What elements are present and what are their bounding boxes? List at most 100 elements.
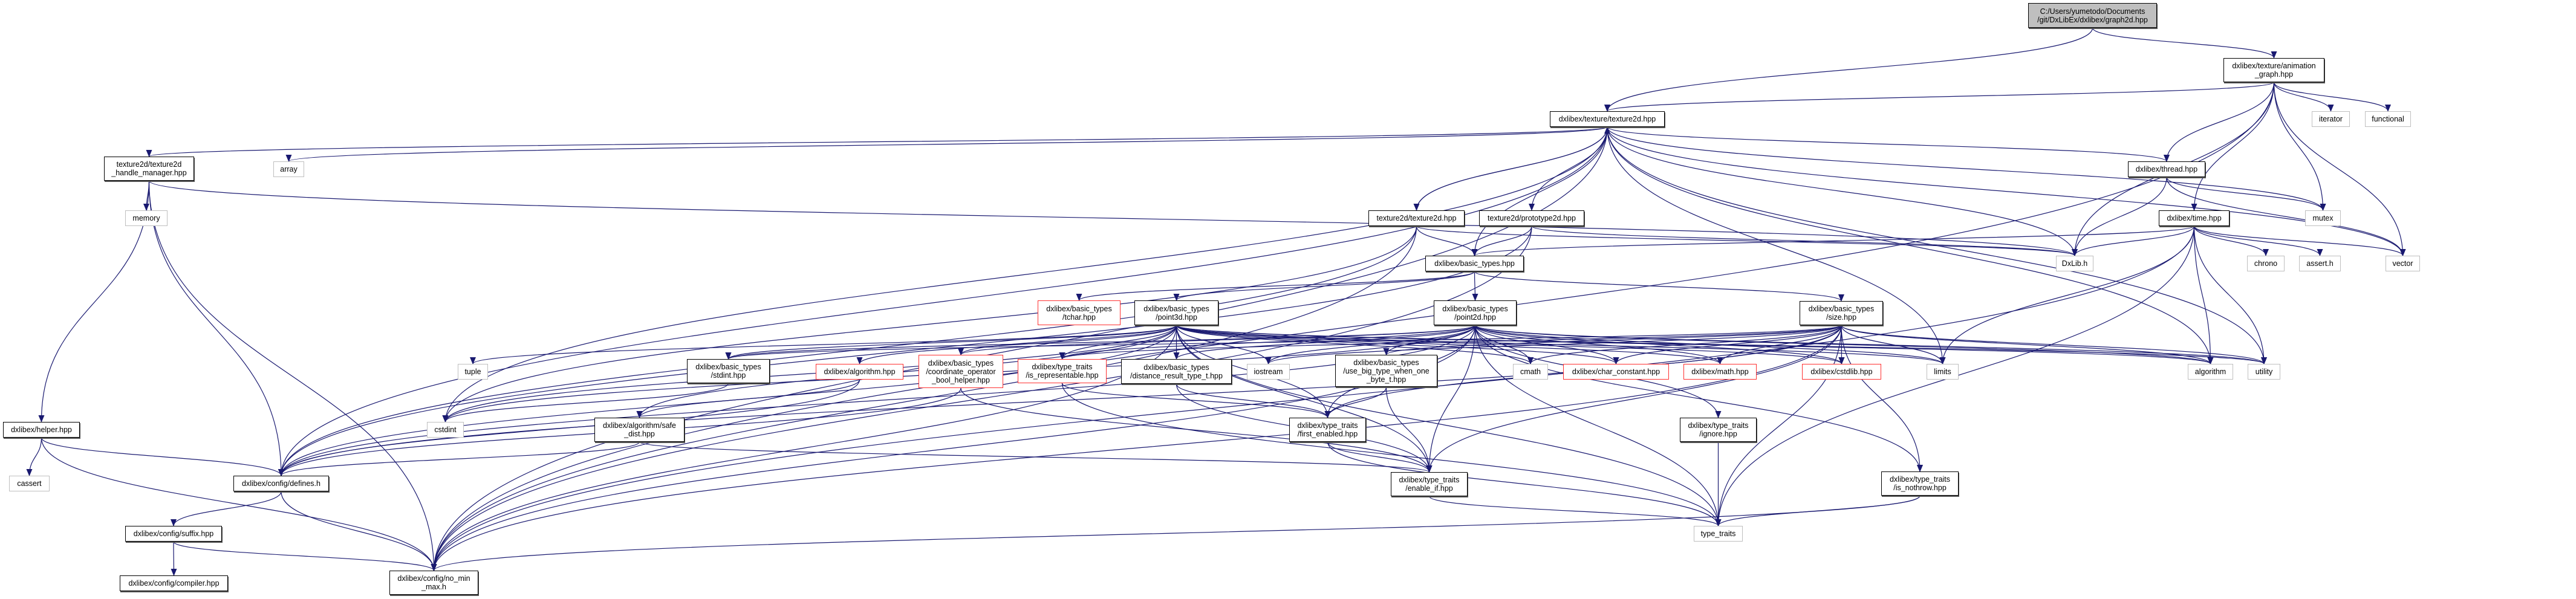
edge-time-to-dxlib — [2072, 225, 2195, 256]
node-handle[interactable]: texture2d/texture2d _handle_manager.hpp — [104, 157, 194, 181]
edge-time-to-vector — [2193, 225, 2406, 256]
node-t2d[interactable]: texture2d/texture2d.hpp — [1368, 210, 1465, 226]
node-vector[interactable]: vector — [2386, 256, 2420, 271]
edge-tex-to-dxlib — [1607, 126, 2078, 256]
node-tuple[interactable]: tuple — [458, 364, 488, 380]
node-compiler[interactable]: dxlibex/config/compiler.hpp — [120, 575, 228, 591]
node-charc[interactable]: dxlibex/char_constant.hpp — [1563, 364, 1669, 380]
node-limits[interactable]: limits — [1927, 364, 1959, 380]
edge-tex-to-defines — [278, 126, 1608, 476]
node-nominmax[interactable]: dxlibex/config/no_min _max.h — [389, 571, 478, 595]
edge-tex-to-array — [286, 126, 1608, 162]
node-iostream[interactable]: iostream — [1247, 364, 1290, 380]
node-point3d[interactable]: dxlibex/basic_types /point3d.hpp — [1134, 300, 1218, 325]
node-coord[interactable]: dxlibex/basic_types /coordinate_operator… — [919, 355, 1003, 388]
node-time[interactable]: dxlibex/time.hpp — [2159, 210, 2230, 226]
edge-layer — [26, 27, 2406, 576]
edge-defines-to-nominmax — [281, 491, 437, 571]
node-enable[interactable]: dxlibex/type_traits /enable_if.hpp — [1391, 472, 1468, 496]
edge-basic-to-size — [1474, 271, 1844, 302]
edge-proto-to-dxlib — [1531, 225, 2078, 256]
node-thread[interactable]: dxlibex/thread.hpp — [2128, 161, 2205, 177]
edge-tex-to-algorithm — [1607, 126, 2214, 364]
node-basic[interactable]: dxlibex/basic_types.hpp — [1425, 256, 1524, 271]
node-proto[interactable]: texture2d/prototype2d.hpp — [1479, 210, 1584, 226]
node-functional[interactable]: functional — [2365, 111, 2411, 127]
edge-time-to-limits — [1939, 225, 2195, 364]
edge-handle-to-nominmax — [148, 180, 437, 571]
edge-usebig-to-enable — [1385, 386, 1433, 473]
node-defines[interactable]: dxlibex/config/defines.h — [233, 476, 329, 491]
node-ignore[interactable]: dxlibex/type_traits /ignore.hpp — [1680, 418, 1757, 442]
edge-t2d-to-cstdint — [442, 225, 1417, 423]
node-isnothrow[interactable]: dxlibex/type_traits /is_nothrow.hpp — [1881, 471, 1959, 496]
node-tex[interactable]: dxlibex/texture/texture2d.hpp — [1550, 111, 1665, 127]
node-utility[interactable]: utility — [2248, 364, 2280, 380]
node-usebig[interactable]: dxlibex/basic_types /use_big_type_when_o… — [1335, 355, 1437, 387]
edge-point2d-to-math — [1474, 325, 1723, 364]
edge-anim-to-thread — [2164, 82, 2275, 162]
node-cmath[interactable]: cmath — [1513, 364, 1548, 380]
edge-anim-to-vector — [2273, 82, 2406, 256]
edge-algo-to-safe — [636, 379, 860, 418]
node-algo[interactable]: dxlibex/algorithm.hpp — [816, 364, 903, 380]
node-math[interactable]: dxlibex/math.hpp — [1683, 364, 1757, 380]
edge-anim-to-functional — [2273, 82, 2391, 112]
edge-thread-to-vector — [2166, 176, 2406, 256]
node-mutex[interactable]: mutex — [2305, 210, 2341, 226]
node-root[interactable]: C:/Users/yumetodo/Documents /git/DxLibEx… — [2028, 3, 2157, 28]
node-stdint[interactable]: dxlibex/basic_types /stdint.hpp — [687, 359, 770, 383]
edge-size-to-isnothrow — [1841, 325, 1923, 472]
edge-point3d-to-stdint — [725, 325, 1177, 360]
edge-point2d-to-stdint — [725, 325, 1476, 360]
edge-tex-to-vector — [1607, 126, 2406, 256]
node-assert[interactable]: assert.h — [2299, 256, 2341, 271]
node-dist[interactable]: dxlibex/basic_types /distance_result_typ… — [1121, 359, 1232, 384]
node-cassert[interactable]: cassert — [9, 476, 50, 491]
edge-point3d-to-charc — [1176, 325, 1619, 364]
edge-tex-to-handle — [146, 126, 1608, 157]
edge-helper-to-defines — [41, 437, 284, 476]
edge-size-to-usebig — [1383, 325, 1842, 355]
edge-t2d-to-dxlib — [1416, 225, 2078, 256]
node-cstdlib[interactable]: dxlibex/cstdlib.hpp — [1802, 364, 1881, 380]
edge-tex-to-basic — [1471, 126, 1608, 256]
edge-handle-to-dxlib — [148, 180, 2078, 256]
edge-point2d-to-coord — [958, 325, 1476, 355]
node-cstdint[interactable]: cstdint — [427, 422, 464, 438]
node-chrono[interactable]: chrono — [2247, 256, 2285, 271]
node-algorithm[interactable]: algorithm — [2188, 364, 2233, 380]
edge-size-to-enable — [1426, 325, 1842, 473]
edge-t2d-to-tex — [1416, 126, 1610, 211]
edge-root-to-tex — [1604, 27, 2093, 112]
node-tchar[interactable]: dxlibex/basic_types /tchar.hpp — [1038, 300, 1120, 325]
edge-anim-to-nominmax — [431, 82, 2275, 571]
node-dxlib[interactable]: DxLib.h — [2056, 256, 2093, 271]
edge-point3d-to-algorithm — [1176, 325, 2213, 364]
node-isrep[interactable]: dxlibex/type_traits /is_representable.hp… — [1018, 359, 1107, 383]
edge-defines-to-suffix — [171, 491, 282, 526]
node-size[interactable]: dxlibex/basic_types /size.hpp — [1800, 301, 1883, 325]
edge-point2d-to-iostream — [1265, 325, 1476, 364]
edge-isrep-to-first — [1061, 383, 1331, 418]
edge-first-to-enable — [1327, 441, 1433, 473]
node-suffix[interactable]: dxlibex/config/suffix.hpp — [125, 526, 222, 542]
node-memory[interactable]: memory — [125, 210, 168, 226]
edge-first-to-type_traits — [1327, 441, 1722, 526]
node-helper[interactable]: dxlibex/helper.hpp — [3, 422, 80, 438]
edge-safe-to-defines — [278, 441, 640, 476]
edge-t2d-to-defines — [278, 225, 1417, 476]
node-anim[interactable]: dxlibex/texture/animation _graph.hpp — [2223, 58, 2324, 82]
edge-point2d-to-dist — [1173, 325, 1476, 360]
edge-size-to-charc — [1613, 325, 1842, 364]
node-safe[interactable]: dxlibex/algorithm/safe _dist.hpp — [594, 418, 685, 442]
node-array[interactable]: array — [273, 161, 304, 177]
edge-usebig-to-first — [1324, 386, 1387, 418]
edge-algo-to-defines — [278, 379, 860, 476]
edge-helper-to-nominmax — [41, 437, 437, 571]
node-type-traits[interactable]: type_traits — [1694, 526, 1743, 542]
edge-tex-to-thread — [1607, 126, 2170, 162]
node-point2d[interactable]: dxlibex/basic_types /point2d.hpp — [1434, 300, 1517, 325]
node-iterator[interactable]: iterator — [2312, 111, 2350, 127]
node-first[interactable]: dxlibex/type_traits /first_enabled.hpp — [1289, 418, 1366, 442]
